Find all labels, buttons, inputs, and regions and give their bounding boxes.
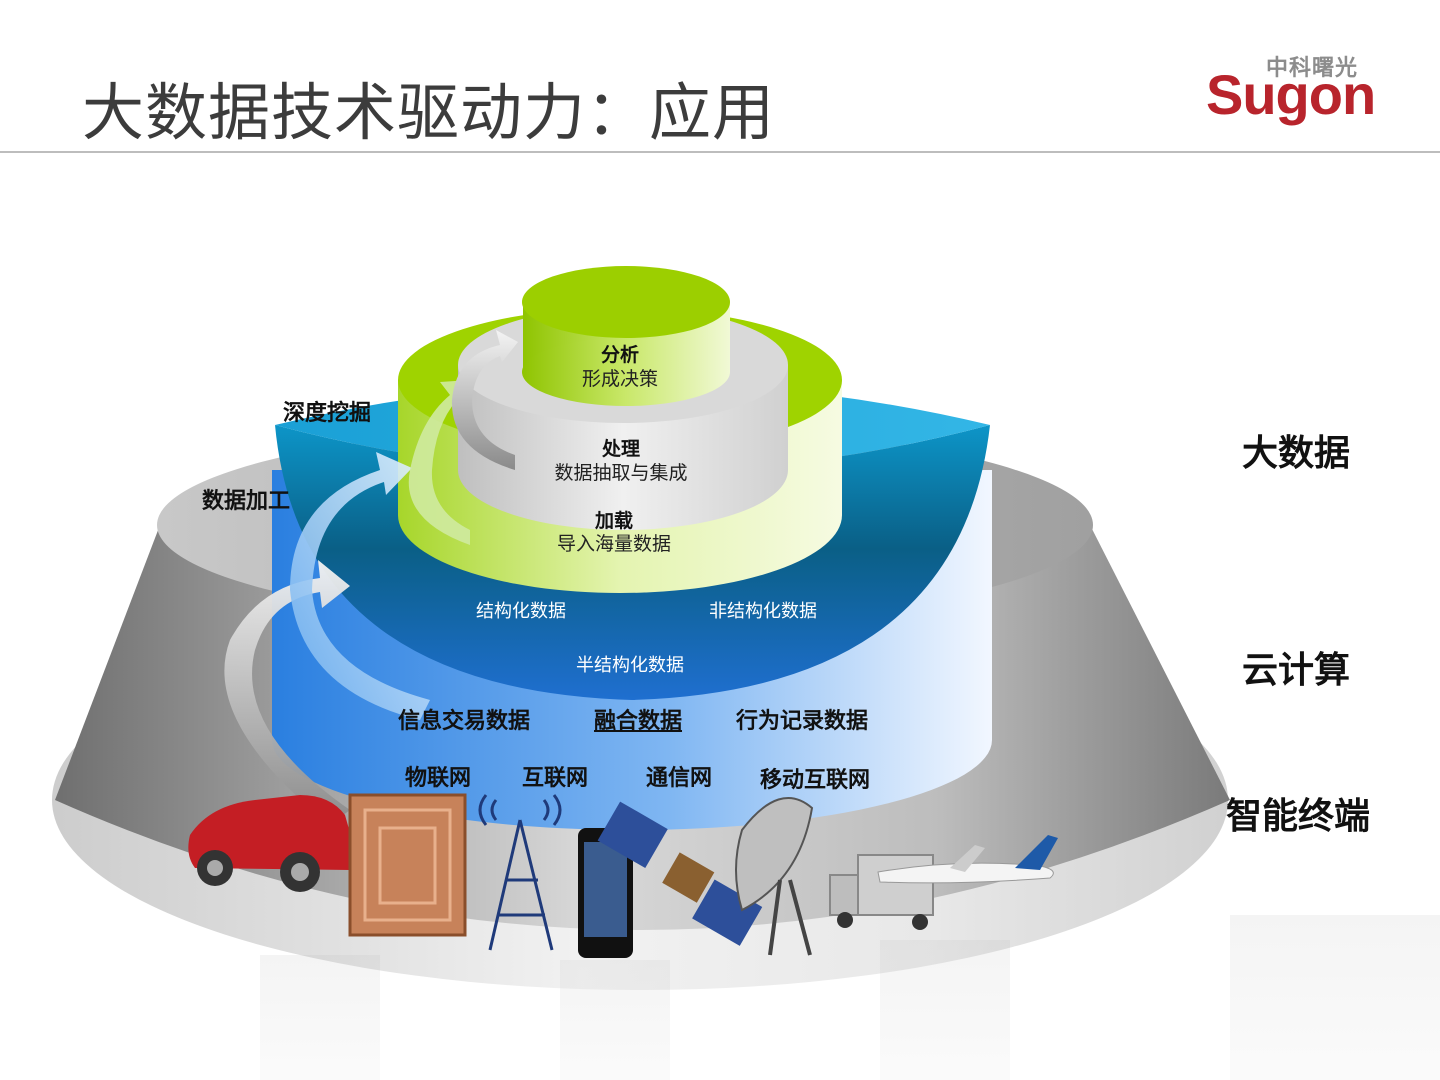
network-mobile-internet: 移动互联网 [760,762,870,794]
label-data-processing: 数据加工 [202,483,290,515]
label-deep-mining: 深度挖掘 [283,395,371,427]
network-iot: 物联网 [405,760,471,792]
level-cloud-computing: 云计算 [1242,641,1350,693]
source-transaction-data: 信息交易数据 [398,703,530,735]
level-smart-terminal: 智能终端 [1226,787,1370,839]
data-type-unstructured: 非结构化数据 [709,597,817,623]
network-telecom: 通信网 [646,760,712,792]
data-type-semi-structured: 半结构化数据 [576,651,684,677]
source-fused-data: 融合数据 [594,703,682,735]
tier-analysis-subtitle: 形成决策 [582,364,658,391]
level-big-data: 大数据 [1242,424,1350,476]
network-internet: 互联网 [522,760,588,792]
rfid-tag-icon [350,795,465,935]
source-behavior-data: 行为记录数据 [736,703,868,735]
tier-loading-subtitle: 导入海量数据 [557,529,671,556]
data-type-structured: 结构化数据 [476,597,566,623]
tier-analysis-title: 分析 [601,340,639,367]
tier-processing-title: 处理 [602,434,640,461]
tier-processing-subtitle: 数据抽取与集成 [554,458,687,485]
